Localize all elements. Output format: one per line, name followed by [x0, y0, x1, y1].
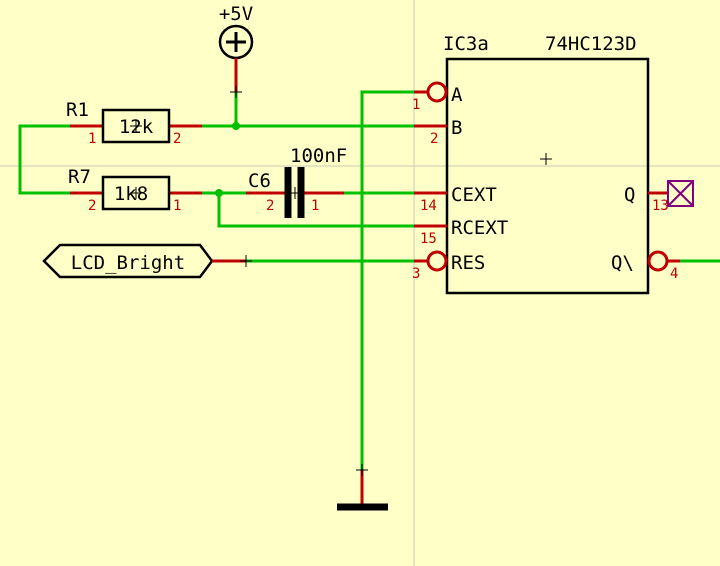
c6-pin-right-num: 1	[311, 198, 319, 214]
anchor-mark-label	[240, 255, 252, 267]
capacitor-c6[interactable]: C6 100nF 2 1	[246, 145, 347, 218]
ic-pin-qn-num: 4	[670, 266, 678, 282]
r1-pin-right-num: 2	[173, 131, 181, 147]
c6-value: 100nF	[290, 145, 347, 167]
anchor-marks	[130, 86, 552, 476]
anchor-mark-gnd	[356, 464, 368, 476]
anchor-mark-c6	[289, 187, 301, 199]
ic-74hc123[interactable]: IC3a 74HC123D A 1 B 2 CEXT 14 RCEXT 15 R…	[412, 33, 694, 295]
c6-pin-left-num: 2	[266, 198, 274, 214]
anchor-mark-r1	[130, 120, 142, 132]
net-label-text: LCD_Bright	[71, 252, 185, 274]
wires	[18, 90, 720, 470]
r7-value: 1k8	[114, 183, 148, 205]
ic-ref: IC3a	[443, 33, 489, 55]
junction-dot-rcext	[215, 189, 223, 197]
r7-body	[101, 175, 171, 211]
junction-dot-b	[232, 122, 240, 130]
ic-pin-a-num: 1	[412, 97, 420, 113]
ic-pin-cext-num: 14	[420, 198, 437, 214]
ic-pin-q-name: Q	[624, 184, 635, 206]
ic-pin-qn-bubble-icon	[647, 250, 669, 272]
wire-rcext[interactable]	[217, 193, 414, 228]
ic-pin-qn-name: Q\	[611, 252, 634, 274]
ic-pin-a-name: A	[451, 84, 463, 106]
ic-pin-a-bubble-icon	[426, 81, 448, 103]
power-symbol-vcc[interactable]: +5V	[218, 3, 254, 92]
ic-value: 74HC123D	[545, 33, 637, 55]
r7-pin-left-num: 2	[88, 198, 96, 214]
net-label-lcd-bright[interactable]: LCD_Bright	[42, 243, 246, 279]
no-connect-icon	[667, 180, 694, 207]
ic-pin-res-num: 3	[412, 266, 420, 282]
c6-ref: C6	[248, 170, 271, 192]
anchor-mark-ic	[540, 153, 552, 165]
ic-pin-cext-name: CEXT	[451, 184, 497, 206]
ic-pin-q-num: 13	[652, 198, 669, 214]
ic-pin-res-name: RES	[451, 252, 485, 274]
power-label: +5V	[219, 3, 253, 25]
r7-ref: R7	[68, 166, 91, 188]
r1-ref: R1	[66, 99, 89, 121]
ic-pin-b-name: B	[451, 117, 462, 139]
ic-pin-res-bubble-icon	[426, 250, 448, 272]
resistor-r1[interactable]: R1 12k 1 2	[66, 99, 202, 147]
ic-pin-rcext-num: 15	[420, 231, 437, 247]
r1-pin-left-num: 1	[88, 131, 96, 147]
ic-body	[445, 57, 650, 295]
anchor-mark-vcc	[230, 86, 242, 98]
ic-pin-rcext-name: RCEXT	[451, 217, 508, 239]
r1-body	[101, 108, 171, 144]
r7-pin-right-num: 1	[173, 198, 181, 214]
wire-a-gnd[interactable]	[360, 90, 414, 470]
resistor-r7[interactable]: R7 1k8 2 1	[68, 166, 202, 214]
anchor-mark-r7	[130, 187, 142, 199]
wire-left-loop[interactable]	[18, 124, 70, 195]
ic-pin-b-num: 2	[430, 131, 438, 147]
